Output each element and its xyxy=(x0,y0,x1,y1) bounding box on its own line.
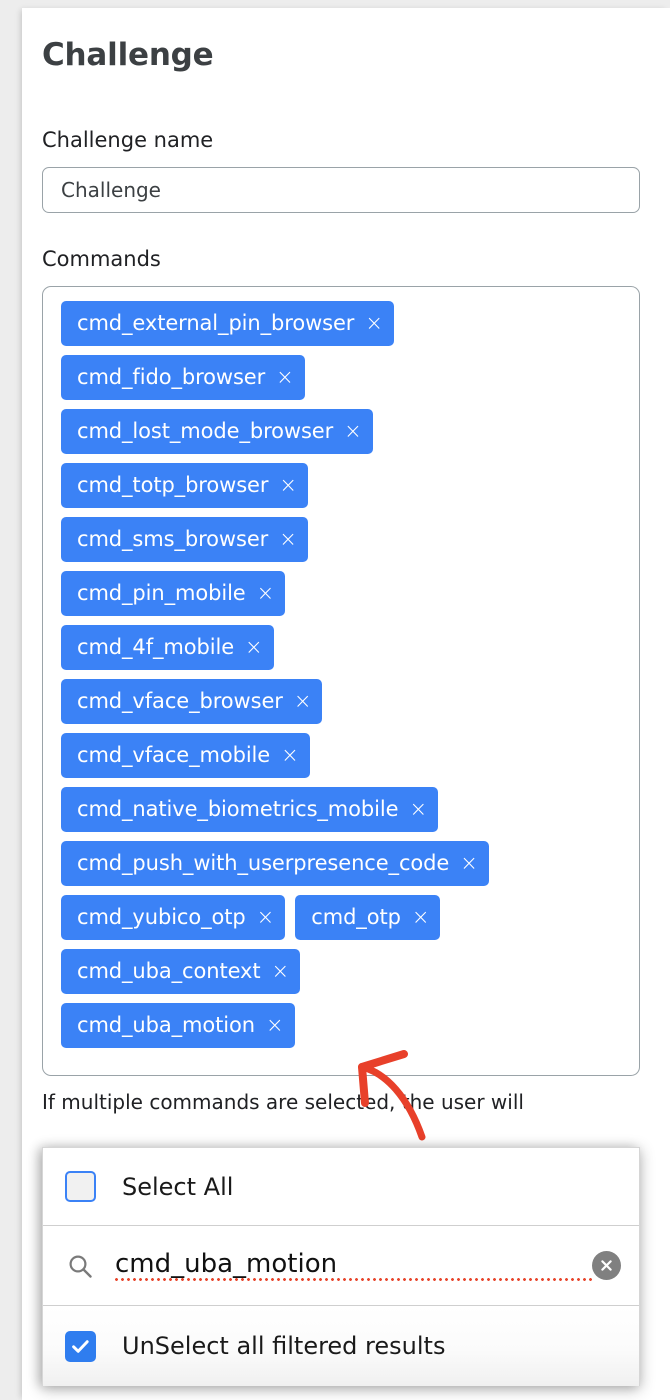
remove-chip-icon[interactable]: × xyxy=(365,311,383,336)
command-chip[interactable]: cmd_otp × xyxy=(295,895,441,941)
chip-row: cmd_sms_browser × xyxy=(61,517,625,563)
command-chip-label: cmd_pin_mobile xyxy=(77,581,246,606)
remove-chip-icon[interactable]: × xyxy=(271,959,290,984)
command-chip[interactable]: cmd_uba_motion × xyxy=(61,1003,295,1049)
remove-chip-icon[interactable]: × xyxy=(265,1013,284,1038)
chip-row: cmd_yubico_otp × cmd_otp × xyxy=(61,895,625,941)
clear-search-icon[interactable] xyxy=(592,1251,621,1280)
command-chip-label: cmd_otp xyxy=(311,905,401,930)
command-chip-label: cmd_fido_browser xyxy=(77,365,266,390)
dropdown-row-select-all[interactable]: Select All xyxy=(43,1148,639,1226)
search-input-value[interactable]: cmd_uba_motion xyxy=(115,1249,592,1282)
chip-row: cmd_uba_context × xyxy=(61,949,625,995)
command-chip-label: cmd_4f_mobile xyxy=(77,635,235,660)
select-all-checkbox[interactable] xyxy=(65,1171,96,1202)
command-chip[interactable]: cmd_lost_mode_browser × xyxy=(61,409,373,455)
chip-row: cmd_uba_motion × xyxy=(61,1003,625,1049)
command-chip[interactable]: cmd_yubico_otp × xyxy=(61,895,286,941)
unselect-filtered-label: UnSelect all filtered results xyxy=(122,1332,446,1360)
selected-commands-list: cmd_external_pin_browser×cmd_fido_browse… xyxy=(61,301,625,1049)
command-chip-label: cmd_native_biometrics_mobile xyxy=(77,797,399,822)
page-card: Challenge Challenge name Commands cmd_ex… xyxy=(22,8,670,1400)
search-icon xyxy=(65,1251,95,1281)
chip-row: cmd_pin_mobile × xyxy=(61,571,625,617)
remove-chip-icon[interactable]: × xyxy=(460,851,478,876)
command-chip-label: cmd_push_with_userpresence_code xyxy=(77,851,450,876)
remove-chip-icon[interactable]: × xyxy=(279,473,298,498)
commands-label: Commands xyxy=(42,247,161,272)
select-all-label: Select All xyxy=(122,1172,234,1201)
chip-row: cmd_vface_browser × xyxy=(61,679,625,725)
command-chip-label: cmd_yubico_otp xyxy=(77,905,246,930)
remove-chip-icon[interactable]: × xyxy=(281,743,299,768)
challenge-name-label: Challenge name xyxy=(42,128,214,153)
command-chip[interactable]: cmd_pin_mobile × xyxy=(61,571,286,617)
command-chip[interactable]: cmd_uba_context × xyxy=(61,949,301,995)
command-chip[interactable]: cmd_push_with_userpresence_code × xyxy=(61,841,489,887)
command-chip[interactable]: cmd_4f_mobile × xyxy=(61,625,274,671)
chip-row: cmd_4f_mobile × xyxy=(61,625,625,671)
chip-row: cmd_external_pin_browser × xyxy=(61,301,625,347)
command-chip[interactable]: cmd_vface_browser × xyxy=(61,679,323,725)
remove-chip-icon[interactable]: × xyxy=(256,905,275,930)
challenge-name-input[interactable] xyxy=(42,167,640,214)
unselect-filtered-checkbox[interactable] xyxy=(65,1330,96,1362)
commands-dropdown-panel[interactable]: Select All cmd_uba_motion UnSelect all f… xyxy=(42,1147,640,1386)
command-chip[interactable]: cmd_totp_browser × xyxy=(61,463,309,509)
remove-chip-icon[interactable]: × xyxy=(245,635,263,660)
remove-chip-icon[interactable]: × xyxy=(276,365,294,390)
command-chip[interactable]: cmd_external_pin_browser × xyxy=(61,301,394,347)
remove-chip-icon[interactable]: × xyxy=(279,527,297,552)
command-chip-label: cmd_sms_browser xyxy=(77,527,269,552)
command-chip[interactable]: cmd_sms_browser × xyxy=(61,517,308,563)
remove-chip-icon[interactable]: × xyxy=(344,419,362,444)
commands-helper-text: If multiple commands are selected, the u… xyxy=(42,1090,524,1115)
command-chip[interactable]: cmd_native_biometrics_mobile × xyxy=(61,787,439,833)
command-chip-label: cmd_vface_mobile xyxy=(77,743,271,768)
dropdown-row-search[interactable]: cmd_uba_motion xyxy=(43,1226,639,1306)
command-chip-label: cmd_lost_mode_browser xyxy=(77,419,334,444)
chip-row: cmd_vface_mobile × xyxy=(61,733,625,779)
remove-chip-icon[interactable]: × xyxy=(293,689,312,714)
command-chip-label: cmd_uba_context xyxy=(77,959,261,984)
spacer xyxy=(42,213,662,247)
command-chip[interactable]: cmd_fido_browser × xyxy=(61,355,305,401)
chip-row: cmd_native_biometrics_mobile × xyxy=(61,787,625,833)
form-container: Challenge Challenge name Commands cmd_ex… xyxy=(22,8,670,1115)
chip-row: cmd_totp_browser × xyxy=(61,463,625,509)
chip-row: cmd_push_with_userpresence_code × xyxy=(61,841,625,887)
command-chip-label: cmd_vface_browser xyxy=(77,689,283,714)
dropdown-row-unselect-filtered[interactable]: UnSelect all filtered results xyxy=(43,1306,639,1386)
page-title: Challenge xyxy=(42,37,214,73)
chip-row: cmd_fido_browser × xyxy=(61,355,625,401)
chip-row: cmd_lost_mode_browser × xyxy=(61,409,625,455)
remove-chip-icon[interactable]: × xyxy=(256,581,275,606)
remove-chip-icon[interactable]: × xyxy=(409,797,428,822)
commands-multiselect[interactable]: cmd_external_pin_browser×cmd_fido_browse… xyxy=(42,286,640,1077)
command-chip-label: cmd_external_pin_browser xyxy=(77,311,355,336)
remove-chip-icon[interactable]: × xyxy=(411,905,430,930)
command-chip-label: cmd_uba_motion xyxy=(77,1013,255,1038)
command-chip-label: cmd_totp_browser xyxy=(77,473,269,498)
command-chip[interactable]: cmd_vface_mobile × xyxy=(61,733,310,779)
